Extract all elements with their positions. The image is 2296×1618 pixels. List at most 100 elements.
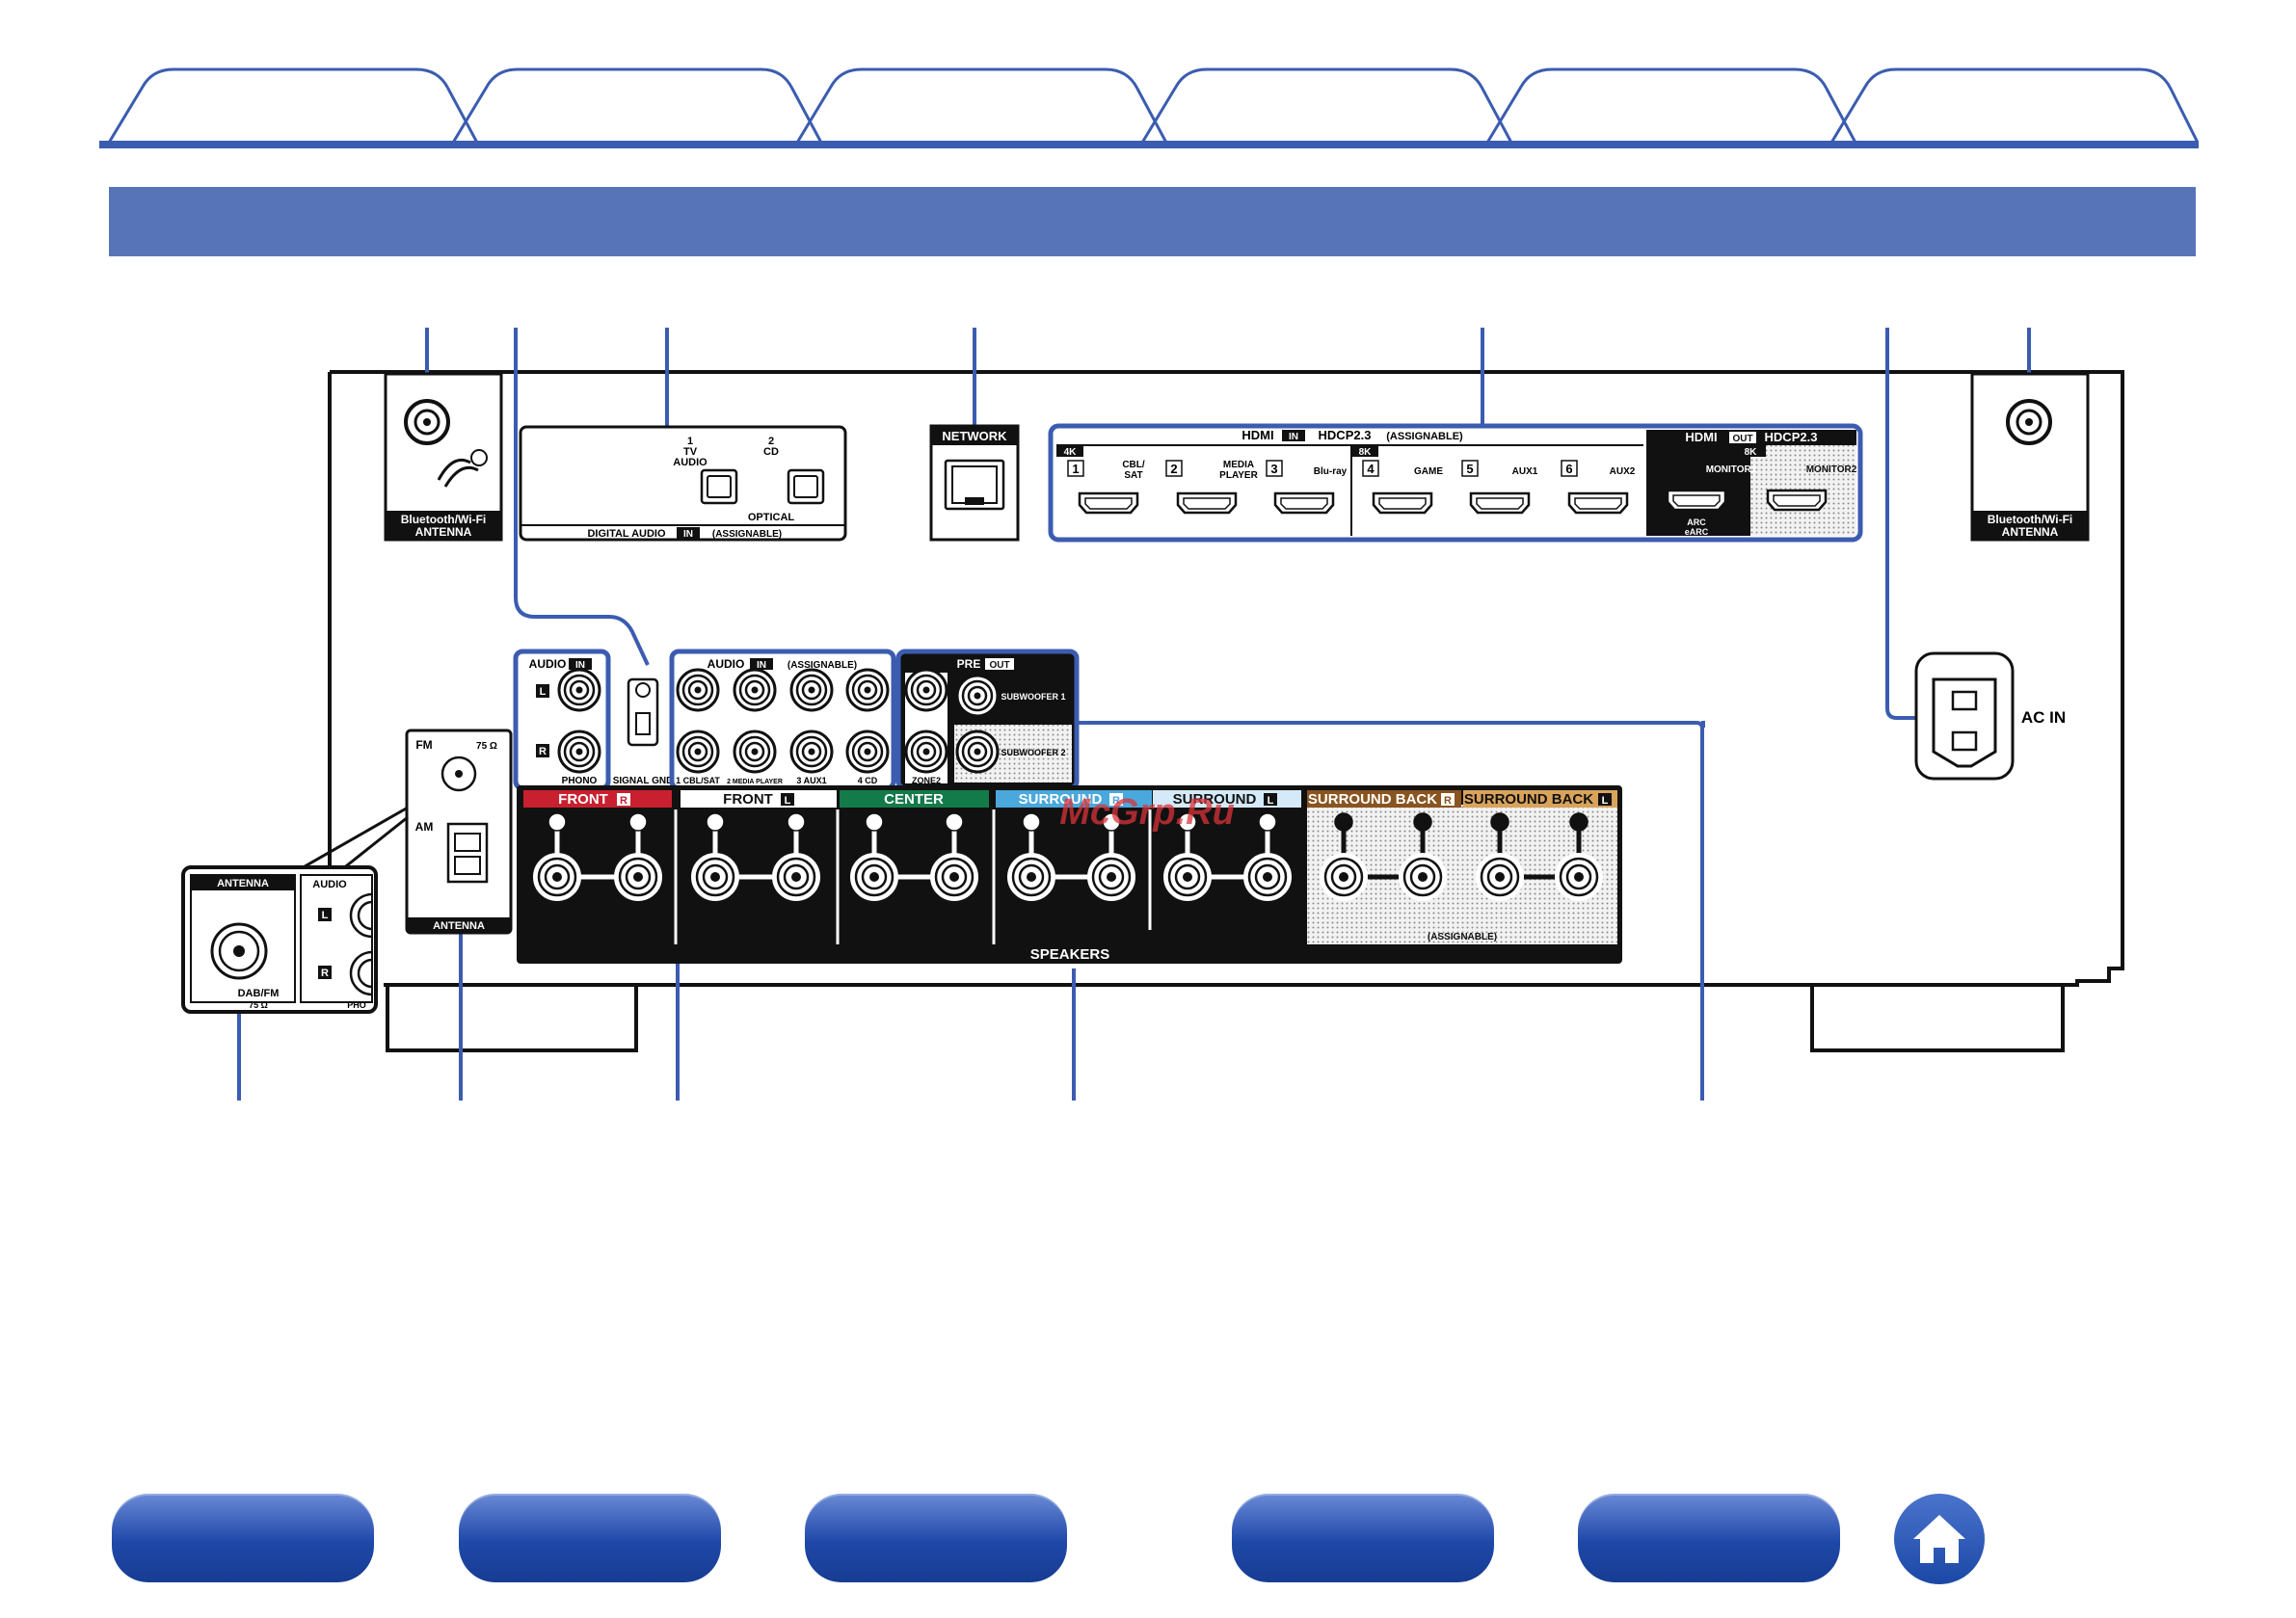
digital-audio-label: DIGITAL AUDIO (587, 528, 666, 540)
hdmi-section: HDMI IN HDCP2.3 (ASSIGNABLE) 4K 8K 1 2 3… (1048, 423, 1863, 543)
svg-text:AUDIO: AUDIO (529, 657, 567, 671)
speakers-label: SPEAKERS (1030, 946, 1110, 963)
svg-text:(ASSIGNABLE): (ASSIGNABLE) (788, 660, 857, 671)
svg-text:L: L (1268, 795, 1274, 807)
svg-text:ANTENNA: ANTENNA (2002, 525, 2059, 539)
svg-text:IN: IN (683, 529, 693, 540)
svg-text:MONITOR1: MONITOR1 (1706, 464, 1757, 475)
svg-text:TV: TV (683, 446, 698, 458)
inset-magnified: ANTENNA DAB/FM 75 Ω AUDIO L R PHO (181, 865, 378, 1014)
svg-text:PLAYER: PLAYER (1219, 470, 1258, 481)
svg-text:Bluetooth/Wi-Fi: Bluetooth/Wi-Fi (1988, 513, 2073, 526)
ac-inlet: AC IN (1914, 651, 2066, 781)
svg-text:SUBWOOFER 2: SUBWOOFER 2 (1001, 748, 1065, 757)
svg-text:ZONE2: ZONE2 (912, 776, 941, 785)
svg-text:SURROUND BACK: SURROUND BACK (1308, 791, 1437, 808)
svg-text:8K: 8K (1745, 447, 1758, 458)
watermark: McGrp.Ru (1059, 792, 1235, 833)
bt-antenna-right: Bluetooth/Wi-Fi ANTENNA (1970, 372, 2090, 542)
svg-text:PRE: PRE (957, 657, 981, 671)
svg-text:1 CBL/SAT: 1 CBL/SAT (676, 776, 720, 785)
svg-text:AUDIO: AUDIO (312, 879, 347, 890)
tab-4[interactable] (1140, 67, 1513, 144)
svg-text:3 AUX1: 3 AUX1 (796, 776, 826, 785)
tab-2[interactable] (451, 67, 823, 144)
tab-underline (99, 141, 2199, 148)
svg-text:8K: 8K (1359, 447, 1373, 458)
svg-text:4: 4 (1367, 462, 1375, 476)
network-port: NETWORK (929, 424, 1020, 542)
svg-text:OUT: OUT (1732, 434, 1752, 444)
svg-text:R: R (321, 968, 329, 979)
svg-text:(ASSIGNABLE): (ASSIGNABLE) (1386, 431, 1463, 442)
svg-text:SURROUND: SURROUND (1019, 791, 1103, 808)
svg-text:HDMI: HDMI (1241, 428, 1273, 442)
svg-text:6: 6 (1565, 462, 1572, 476)
svg-text:SAT: SAT (1124, 470, 1142, 481)
svg-text:AUX1: AUX1 (1512, 466, 1538, 477)
nav-button-3[interactable] (805, 1494, 1067, 1582)
svg-text:L: L (785, 795, 791, 807)
svg-text:AM: AM (415, 820, 434, 834)
svg-text:(ASSIGNABLE): (ASSIGNABLE) (1428, 932, 1497, 942)
nav-button-5[interactable] (1578, 1494, 1840, 1582)
ac-in-label: AC IN (2021, 708, 2066, 727)
signal-gnd: SIGNAL GND (613, 677, 674, 786)
svg-text:SUBWOOFER 1: SUBWOOFER 1 (1001, 692, 1065, 702)
svg-text:OPTICAL: OPTICAL (748, 512, 795, 523)
svg-text:CBL/: CBL/ (1122, 460, 1145, 470)
svg-text:ARC: ARC (1687, 517, 1706, 527)
audio-in-assignable: AUDIO IN (ASSIGNABLE) 1 CBL/SAT 2 MEDIA … (669, 649, 896, 791)
svg-text:R: R (620, 795, 627, 807)
phono-input: AUDIO IN L R PHONO (513, 649, 611, 791)
home-icon (1913, 1515, 1965, 1563)
svg-text:(ASSIGNABLE): (ASSIGNABLE) (712, 529, 782, 540)
svg-text:IN: IN (1289, 432, 1298, 442)
nav-button-2[interactable] (459, 1494, 721, 1582)
svg-text:4K: 4K (1064, 447, 1078, 458)
svg-text:AUDIO: AUDIO (673, 457, 707, 468)
svg-text:SURROUND BACK: SURROUND BACK (1464, 791, 1593, 808)
svg-text:AUDIO: AUDIO (707, 657, 745, 671)
svg-text:R: R (1112, 795, 1120, 807)
nav-button-1[interactable] (112, 1494, 374, 1582)
svg-text:5: 5 (1466, 462, 1473, 476)
svg-text:FRONT: FRONT (558, 791, 608, 808)
svg-text:MONITOR2: MONITOR2 (1806, 464, 1857, 475)
speaker-terminals: FRONT R FRONT L CENTER SURROUND R SURROU… (517, 785, 1622, 964)
nav-button-4[interactable] (1232, 1494, 1494, 1582)
svg-text:ANTENNA: ANTENNA (433, 920, 485, 932)
chassis-outline (330, 370, 2124, 987)
tab-5[interactable] (1485, 67, 1857, 144)
svg-text:eARC: eARC (1685, 527, 1709, 537)
svg-text:L: L (1602, 795, 1609, 807)
tab-3[interactable] (795, 67, 1168, 144)
svg-text:L: L (540, 686, 547, 698)
tab-1[interactable] (107, 67, 479, 144)
svg-text:HDCP2.3: HDCP2.3 (1319, 428, 1372, 442)
svg-text:2 MEDIA PLAYER: 2 MEDIA PLAYER (727, 779, 783, 785)
svg-text:R: R (1444, 795, 1452, 807)
svg-text:Blu-ray: Blu-ray (1314, 466, 1348, 477)
home-button[interactable] (1894, 1494, 1985, 1584)
svg-text:ANTENNA: ANTENNA (217, 878, 269, 889)
svg-text:SIGNAL GND: SIGNAL GND (613, 776, 674, 786)
svg-text:FM: FM (415, 738, 432, 752)
svg-text:2: 2 (1170, 462, 1177, 476)
svg-text:PHONO: PHONO (562, 776, 598, 786)
svg-text:3: 3 (1270, 462, 1277, 476)
svg-text:IN: IN (757, 660, 766, 671)
svg-text:GAME: GAME (1414, 466, 1443, 477)
svg-text:HDCP2.3: HDCP2.3 (1765, 430, 1818, 444)
bt-label-2: ANTENNA (415, 525, 472, 539)
section-banner (109, 187, 2196, 256)
svg-text:2: 2 (768, 436, 774, 447)
right-foot (1810, 985, 2065, 1052)
svg-text:OUT: OUT (989, 660, 1009, 671)
pre-out: PRE OUT ZONE2 SUBWOOFER 1 SUBWOOFER 2 (895, 649, 1080, 791)
tab-6[interactable] (1829, 67, 2200, 144)
svg-text:1: 1 (687, 436, 693, 447)
svg-text:HDMI: HDMI (1685, 430, 1717, 444)
svg-text:MEDIA: MEDIA (1223, 460, 1254, 470)
fm-am-antenna: FM 75 Ω AM ANTENNA (285, 729, 513, 935)
